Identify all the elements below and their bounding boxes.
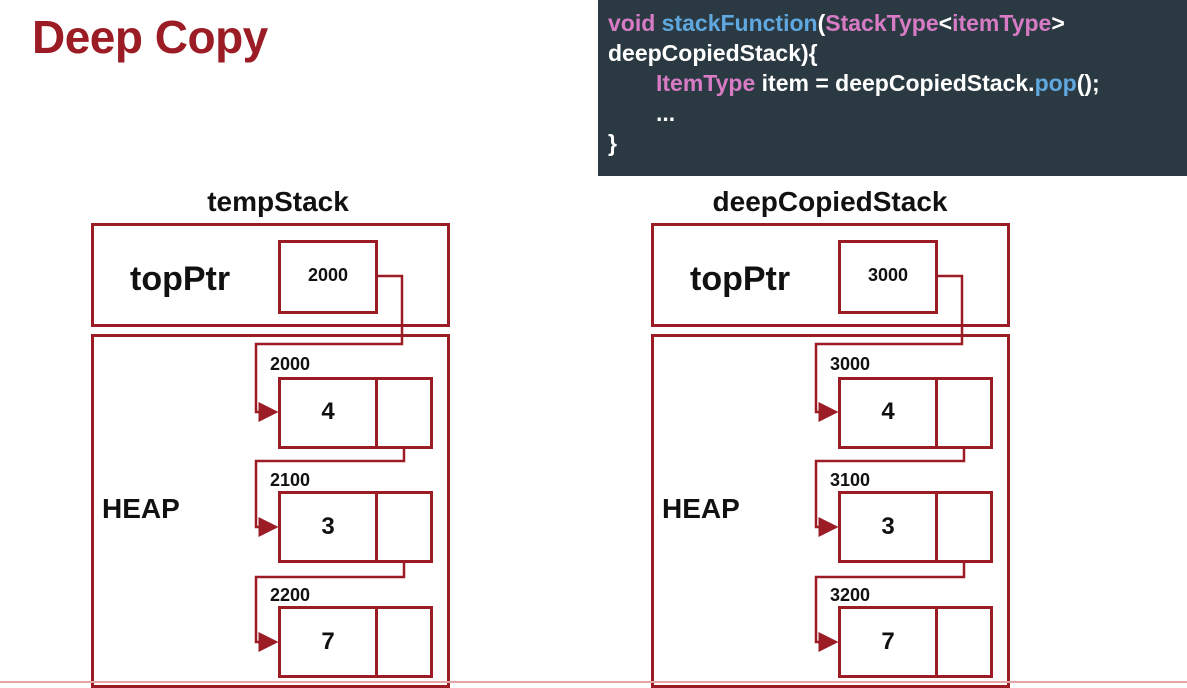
- arrow-deep-top-to-node1: [814, 274, 964, 422]
- slide-title: Deep Copy: [32, 11, 268, 63]
- heap-label-temp: HEAP: [102, 493, 180, 524]
- stack-frame-deep: [651, 223, 1010, 327]
- stack-title-deep: deepCopiedStack: [712, 186, 948, 217]
- top-pointer-value-temp: 2000: [307, 265, 349, 285]
- code-token: <: [938, 10, 953, 36]
- code-token: item = deepCopiedStack.: [755, 70, 1035, 96]
- code-line-2: deepCopiedStack){: [608, 38, 1187, 68]
- node-value-temp-1: 4: [321, 398, 335, 425]
- code-token: ItemType: [656, 70, 756, 96]
- node-address-temp-1: 2000: [270, 354, 311, 374]
- code-token: StackType: [825, 10, 939, 36]
- heap-frame-deep: [651, 334, 1010, 688]
- node-value-temp-2: 3: [321, 513, 335, 540]
- code-token: pop: [1034, 70, 1077, 96]
- node-value-deep-3: 7: [881, 628, 895, 655]
- node-address-temp-3: 2200: [270, 585, 311, 605]
- code-token: deepCopiedStack){: [608, 40, 818, 66]
- node-next-cell-temp-1: [375, 377, 433, 449]
- code-token: >: [1051, 10, 1065, 36]
- code-token: ...: [656, 100, 676, 126]
- arrow-deep-node1-to-node2: [814, 449, 966, 537]
- top-pointer-label-temp: topPtr: [130, 260, 231, 298]
- code-token: }: [608, 130, 617, 156]
- node-address-deep-2: 3100: [830, 470, 871, 490]
- stack-frame-temp: [91, 223, 450, 327]
- top-pointer-label-deep: topPtr: [690, 260, 791, 298]
- code-line-3: ItemType item = deepCopiedStack.pop();: [608, 68, 1187, 98]
- code-token: stackFunction: [661, 10, 818, 36]
- code-token: ();: [1076, 70, 1100, 96]
- heap-frame-temp: [91, 334, 450, 688]
- code-token: itemType: [952, 10, 1052, 36]
- code-line-5: }: [608, 128, 1187, 158]
- arrow-temp-node1-to-node2: [254, 449, 406, 537]
- node-value-temp-3: 7: [321, 628, 335, 655]
- top-pointer-cell-temp: [278, 240, 378, 314]
- heap-label-deep: HEAP: [662, 493, 740, 524]
- node-address-temp-2: 2100: [270, 470, 311, 490]
- node-value-deep-2: 3: [881, 513, 895, 540]
- code-line-1: void stackFunction(StackType<itemType>: [608, 8, 1187, 38]
- node-next-cell-deep-3: [935, 606, 993, 678]
- node-next-cell-deep-2: [935, 491, 993, 563]
- code-token: (: [817, 10, 826, 36]
- node-address-deep-3: 3200: [830, 585, 871, 605]
- code-block: void stackFunction(StackType<itemType> d…: [598, 0, 1187, 176]
- node-address-deep-1: 3000: [830, 354, 871, 374]
- arrow-deep-node2-to-node3: [814, 563, 966, 652]
- footer-divider: [0, 681, 1187, 683]
- arrow-temp-top-to-node1: [254, 274, 404, 422]
- stack-title-temp: tempStack: [207, 186, 349, 217]
- arrow-temp-node2-to-node3: [254, 563, 406, 652]
- top-pointer-cell-deep: [838, 240, 938, 314]
- top-pointer-value-deep: 3000: [867, 265, 909, 285]
- code-token: void: [608, 10, 662, 36]
- node-value-deep-1: 4: [881, 398, 895, 425]
- node-next-cell-deep-1: [935, 377, 993, 449]
- node-next-cell-temp-2: [375, 491, 433, 563]
- node-next-cell-temp-3: [375, 606, 433, 678]
- code-line-4: ...: [608, 98, 1187, 128]
